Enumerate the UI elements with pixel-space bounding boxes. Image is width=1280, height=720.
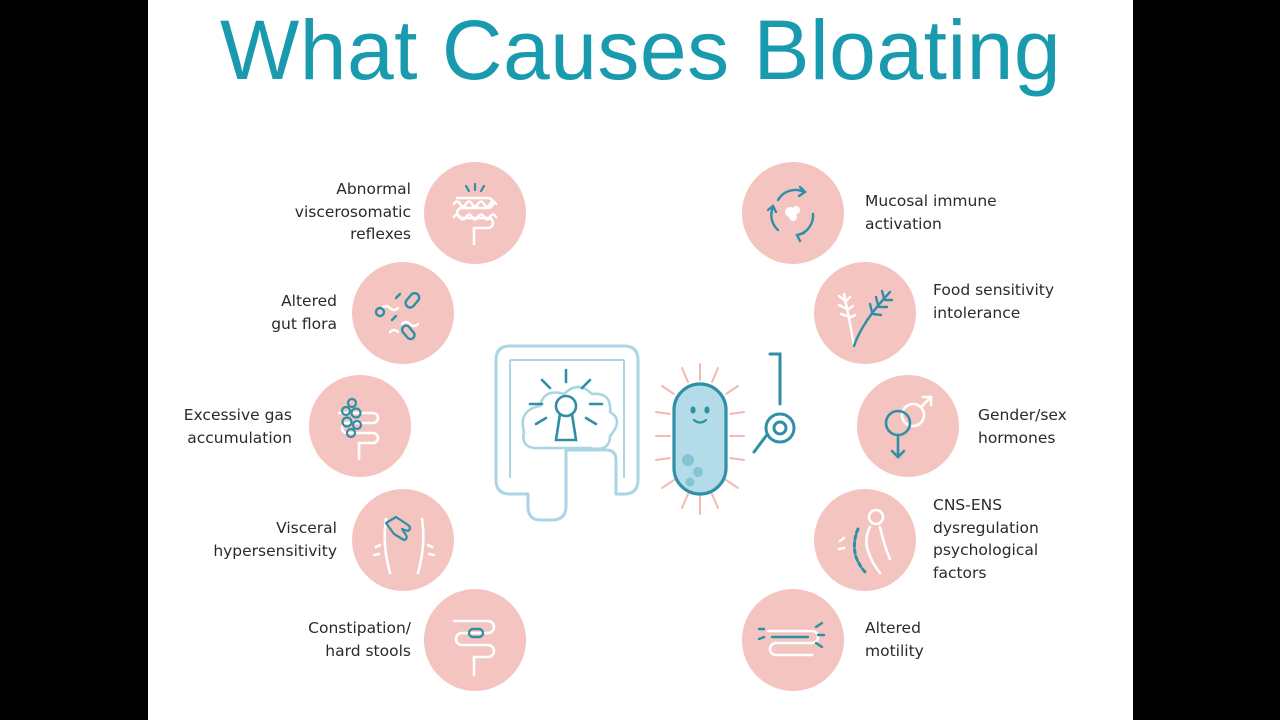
cause-circle-gut-flora — [352, 262, 454, 364]
cause-circle-food — [814, 262, 916, 364]
cause-circle-motility — [742, 589, 844, 691]
intestine-keyhole-icon — [494, 344, 640, 522]
center-illustration — [494, 344, 796, 522]
wheat-icon — [814, 262, 916, 364]
cause-circle-viscerosomatic — [424, 162, 526, 264]
gender-symbols-icon — [857, 375, 959, 477]
gas-bubbles-icon — [309, 375, 411, 477]
spine-body-icon — [814, 489, 916, 591]
hand-on-abdomen-icon — [352, 489, 454, 591]
bacterium-character-icon — [655, 363, 745, 515]
cause-circle-cns — [814, 489, 916, 591]
immune-cycle-icon — [742, 162, 844, 264]
motility-icon — [742, 589, 844, 691]
cause-circle-visceral — [352, 489, 454, 591]
page-title: What Causes Bloating — [219, 3, 1062, 97]
cause-circle-gas — [309, 375, 411, 477]
cause-label-constipation: Constipation/hard stools — [308, 619, 411, 660]
cause-circle-immune — [742, 162, 844, 264]
cause-circle-constipation — [424, 589, 526, 691]
intestine-reflex-icon — [424, 162, 526, 264]
gut-bacteria-icon — [352, 262, 454, 364]
blocked-intestine-icon — [424, 589, 526, 691]
key-icon — [752, 352, 796, 454]
cause-circle-hormones — [857, 375, 959, 477]
